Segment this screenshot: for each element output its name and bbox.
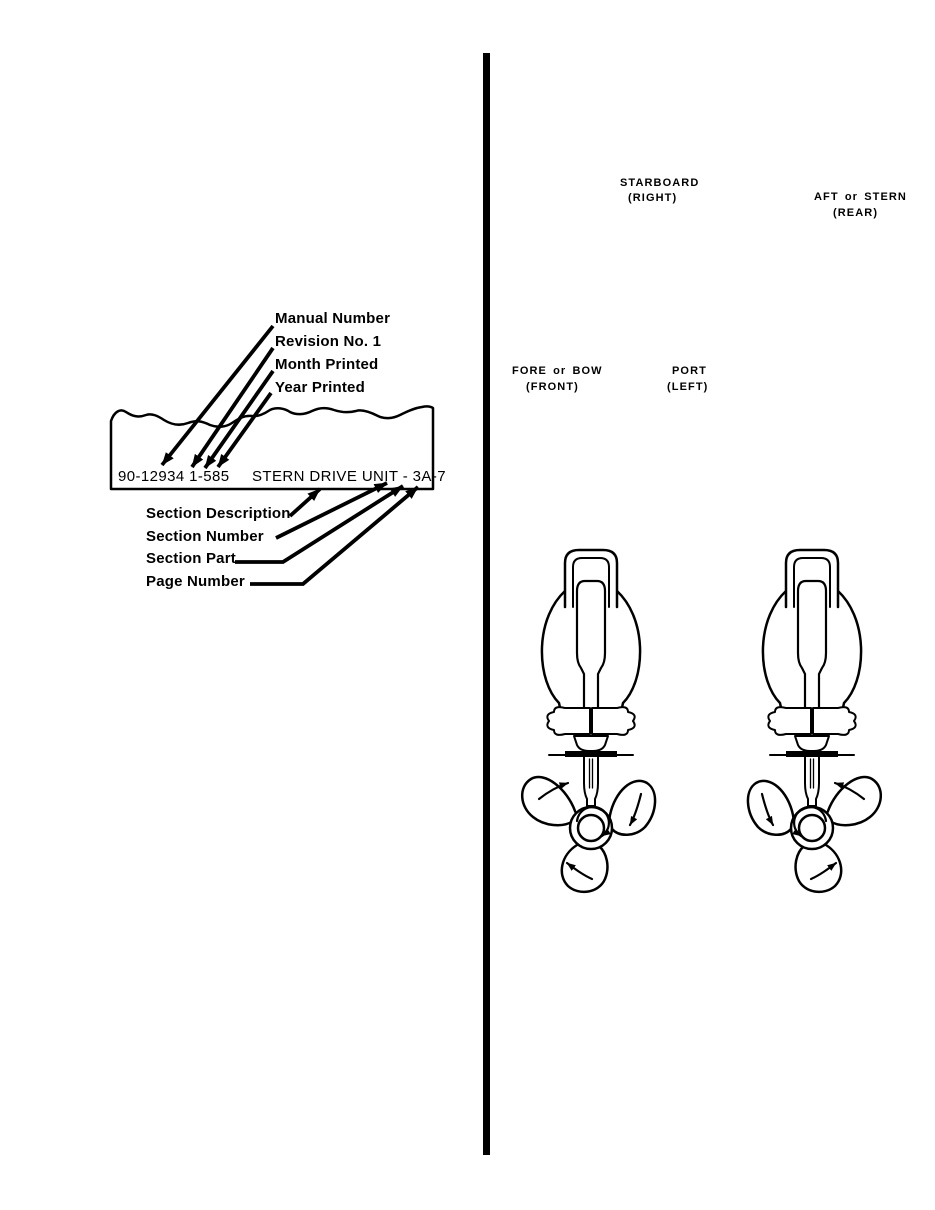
year-printed-arrow: [216, 391, 273, 469]
section-description-label: Section Description: [146, 505, 291, 522]
section-description-arrow: [288, 487, 322, 518]
month-printed-arrow: [203, 369, 275, 470]
aft-sub-label: (REAR): [833, 207, 879, 219]
month-printed-label: Month Printed: [275, 356, 379, 373]
port-sub-label: (LEFT): [667, 381, 709, 393]
boat-orientation-diagram: [495, 200, 885, 370]
fore-label: FORE or BOW: [512, 365, 603, 377]
section-number-arrow: [275, 481, 388, 540]
section-part-arrow: [235, 484, 405, 564]
stern-drive-left-illustration: [511, 545, 671, 900]
starboard-sub-label: (RIGHT): [628, 192, 678, 204]
page-number-label: Page Number: [146, 573, 245, 590]
plate-section-text: STERN DRIVE UNIT - 3A-7: [252, 468, 446, 485]
stern-drive-right-illustration: [732, 545, 892, 900]
page-number-arrow: [250, 485, 420, 586]
port-label: PORT: [672, 365, 707, 377]
aft-label: AFT or STERN: [814, 191, 907, 203]
year-printed-label: Year Printed: [275, 379, 365, 396]
section-part-label: Section Part: [146, 550, 236, 567]
manual-number-arrow: [160, 324, 275, 467]
manual-number-label: Manual Number: [275, 310, 391, 327]
column-divider-rule: [483, 53, 490, 1155]
revision-arrow: [190, 346, 275, 469]
section-number-label: Section Number: [146, 528, 264, 545]
code-plate-diagram: [109, 324, 435, 586]
starboard-label: STARBOARD: [620, 177, 700, 189]
fore-sub-label: (FRONT): [526, 381, 579, 393]
plate-code-text: 90-12934 1-585: [118, 468, 230, 485]
revision-label: Revision No. 1: [275, 333, 382, 350]
